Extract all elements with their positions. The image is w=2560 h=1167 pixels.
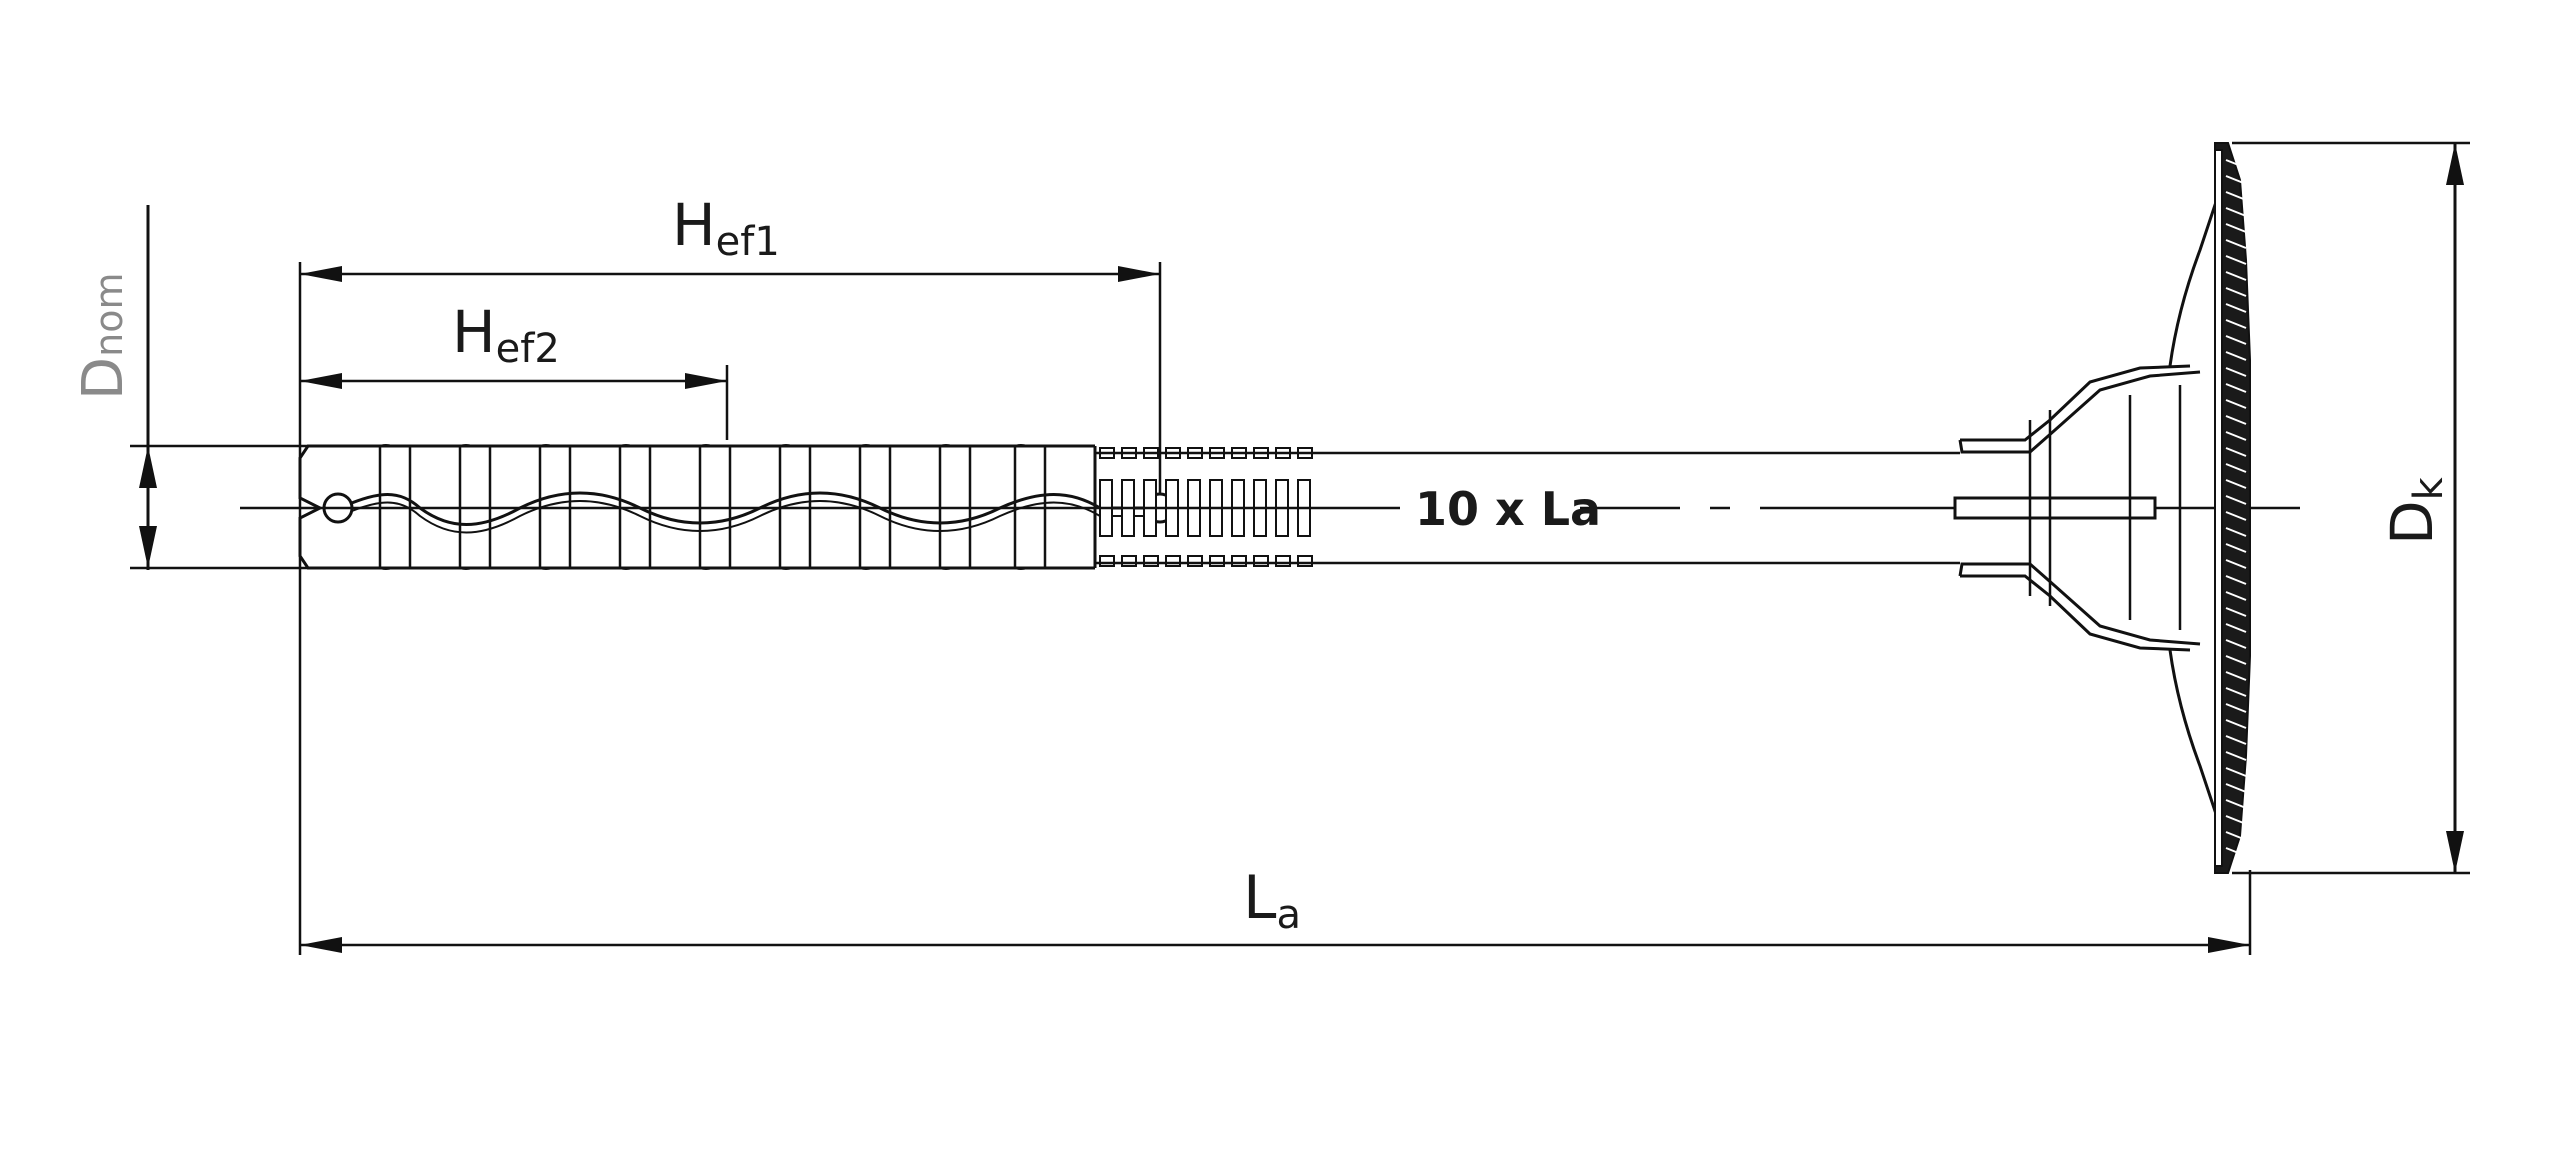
- plate-tooth: [2225, 463, 2247, 473]
- slot-bottom: [1165, 555, 1181, 567]
- nail-wave: [339, 491, 1160, 526]
- anchor-head: [1953, 142, 2251, 874]
- plate-tooth: [2225, 271, 2247, 281]
- anchor-shank: [298, 444, 1960, 570]
- hef1-arrow-right: [1118, 266, 1160, 282]
- plate-tooth: [2225, 511, 2247, 521]
- hef2-arrow-left: [300, 373, 342, 389]
- plate-tooth: [2225, 847, 2247, 857]
- slot-bottom: [1187, 555, 1203, 567]
- plate-tooth: [2225, 703, 2247, 713]
- center-note-bg: [1402, 478, 1578, 538]
- hub-lower-prong-inner: [1960, 574, 2191, 652]
- plate-tooth: [2225, 447, 2247, 457]
- plate-tooth: [2225, 335, 2247, 345]
- slot-bottom: [1297, 555, 1313, 567]
- plate-cone-top: [2168, 189, 2222, 367]
- plate-tooth: [2225, 527, 2247, 537]
- plate-tooth: [2225, 623, 2247, 633]
- hef2-arrow-right: [685, 373, 727, 389]
- plate-tooth: [2225, 239, 2247, 249]
- la-dimension: La: [300, 863, 2252, 955]
- la-arrow-left: [300, 937, 342, 953]
- plate-tooth: [2225, 639, 2247, 649]
- hub-lower-prong: [1958, 562, 2201, 646]
- dnom-arrow-top: [139, 446, 157, 488]
- dk-dimension: Dk: [2232, 141, 2470, 875]
- nail-wave-inner: [339, 500, 1160, 534]
- dk-arrow-bottom: [2446, 831, 2464, 873]
- slot-bottom: [1121, 555, 1137, 567]
- hef2-dimension: Hef2: [300, 298, 729, 440]
- dnom-label: Dnom: [71, 273, 136, 400]
- slot-bottom: [1275, 555, 1291, 567]
- slot-bottom: [1253, 555, 1269, 567]
- la-label: La: [1243, 863, 1301, 938]
- plate-tooth: [2225, 303, 2247, 313]
- plate-tooth: [2225, 415, 2247, 425]
- plate-tooth: [2225, 159, 2247, 169]
- plate-tooth: [2225, 751, 2247, 761]
- plate-tooth: [2225, 575, 2247, 585]
- dk-arrow-top: [2446, 143, 2464, 185]
- plate-face: [2214, 149, 2223, 867]
- plate-tooth: [2225, 735, 2247, 745]
- slot-bottom: [1209, 555, 1225, 567]
- plate-tooth: [2225, 495, 2247, 505]
- la-arrow-right: [2208, 937, 2250, 953]
- plate-tooth: [2225, 687, 2247, 697]
- plate-tooth: [2225, 543, 2247, 553]
- hef1-dimension: Hef1: [298, 191, 1162, 955]
- hef2-label: Hef2: [452, 298, 560, 372]
- plate-tooth: [2225, 783, 2247, 793]
- plate-tooth: [2225, 287, 2247, 297]
- plate-tooth: [2225, 223, 2247, 233]
- plate-tooth: [2225, 431, 2247, 441]
- plate-cone-bottom: [2168, 649, 2222, 827]
- plate-tooth: [2225, 559, 2247, 569]
- dk-label: Dk: [2378, 476, 2452, 545]
- hef1-label: Hef1: [672, 191, 780, 265]
- plate-tooth: [2225, 607, 2247, 617]
- hub-upper-prong-inner: [1960, 364, 2191, 442]
- plate-tooth: [2225, 591, 2247, 601]
- plate-tooth: [2225, 367, 2247, 377]
- plate-tooth: [2225, 671, 2247, 681]
- plate-tooth: [2225, 255, 2247, 265]
- plate-tooth: [2225, 815, 2247, 825]
- dnom-dimension: Dnom: [71, 205, 400, 570]
- hub-upper-prong: [1958, 370, 2201, 454]
- slot-bottom: [1231, 555, 1247, 567]
- plate-tooth: [2225, 319, 2247, 329]
- plate-tooth: [2225, 719, 2247, 729]
- plate-tooth: [2225, 191, 2247, 201]
- hef1-arrow-left: [300, 266, 342, 282]
- plate-tooth: [2225, 831, 2247, 841]
- plate-teeth: [2225, 159, 2247, 857]
- slot-bottom: [1143, 555, 1159, 567]
- plate-tooth: [2225, 799, 2247, 809]
- slot-bottom: [1099, 555, 1115, 567]
- hub-center-prong: [1953, 496, 2157, 520]
- plate-tooth: [2225, 399, 2247, 409]
- dnom-arrow-bottom: [139, 526, 157, 568]
- plate-tooth: [2225, 655, 2247, 665]
- plate-tooth: [2225, 767, 2247, 777]
- plate-tooth: [2225, 479, 2247, 489]
- center-axis: 10 x La: [240, 478, 2300, 538]
- plate-tooth: [2225, 207, 2247, 217]
- center-note: 10 x La: [1415, 482, 1601, 536]
- plate-tooth: [2225, 383, 2247, 393]
- plate-tooth: [2225, 351, 2247, 361]
- plate-tooth: [2225, 175, 2247, 185]
